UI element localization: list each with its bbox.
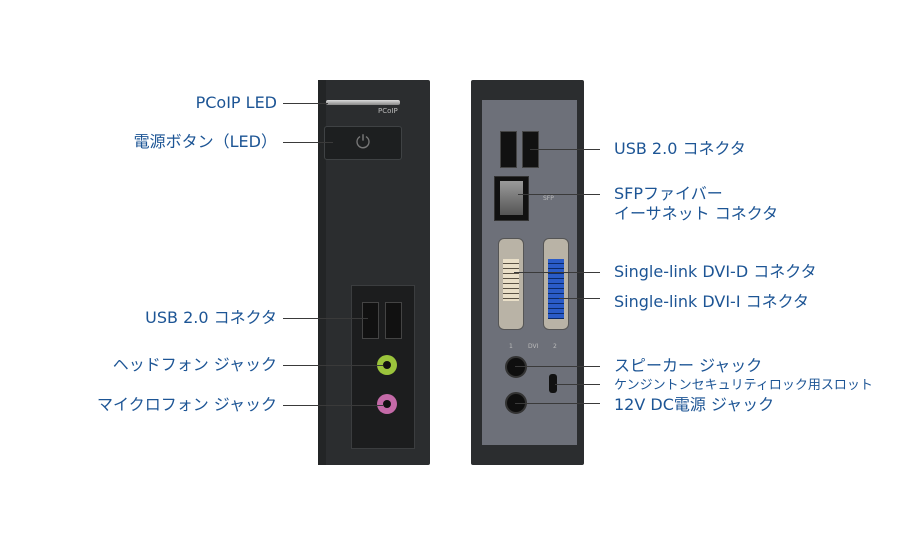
- front-edge: [318, 80, 326, 465]
- dvi-1-marking: 1: [509, 343, 513, 350]
- label-sfp-line1: SFPファイバー: [614, 184, 723, 203]
- leader-line: [530, 149, 600, 150]
- label-dvi-d: Single-link DVI-D コネクタ: [614, 262, 817, 281]
- leader-line: [283, 318, 368, 319]
- dvi-i-port: [543, 238, 569, 330]
- leader-line: [283, 365, 383, 366]
- label-dvi-i: Single-link DVI-I コネクタ: [614, 292, 809, 311]
- label-sfp-line2: イーサネット コネクタ: [614, 204, 779, 223]
- leader-line: [283, 405, 383, 406]
- sfp-marking: SFP: [543, 195, 554, 202]
- leader-line: [518, 194, 600, 195]
- power-button: ⏻: [324, 126, 402, 160]
- leader-line: [555, 384, 600, 385]
- label-front-usb: USB 2.0 コネクタ: [145, 308, 277, 327]
- pcoip-marking: PCoIP: [378, 107, 398, 115]
- headphone-jack: [377, 355, 397, 375]
- sfp-port: [494, 176, 529, 221]
- label-rear-usb: USB 2.0 コネクタ: [614, 139, 746, 158]
- rear-usb-port-1: [500, 131, 517, 168]
- front-usb-port-1: [362, 302, 379, 339]
- leader-line: [559, 298, 600, 299]
- leader-line: [514, 272, 600, 273]
- dvi-marking: DVI: [528, 343, 539, 350]
- label-speaker: スピーカー ジャック: [614, 356, 763, 375]
- leader-line: [515, 403, 600, 404]
- leader-line: [283, 142, 333, 143]
- label-pcoip-led: PCoIP LED: [195, 93, 277, 112]
- speaker-jack: [505, 356, 527, 378]
- label-microphone: マイクロフォン ジャック: [97, 395, 277, 414]
- power-icon: ⏻: [355, 132, 371, 153]
- pcoip-led: [326, 100, 400, 105]
- label-kensington: ケンジントンセキュリティロック用スロット: [614, 378, 873, 393]
- microphone-jack: [377, 394, 397, 414]
- label-dc-power: 12V DC電源 ジャック: [614, 395, 775, 414]
- kensington-slot: [549, 374, 557, 393]
- leader-line: [283, 103, 328, 104]
- label-headphone: ヘッドフォン ジャック: [112, 355, 277, 374]
- front-usb-port-2: [385, 302, 402, 339]
- dvi-2-marking: 2: [553, 343, 557, 350]
- label-power-button: 電源ボタン（LED）: [133, 132, 277, 151]
- leader-line: [515, 366, 600, 367]
- dvi-d-port: [498, 238, 524, 330]
